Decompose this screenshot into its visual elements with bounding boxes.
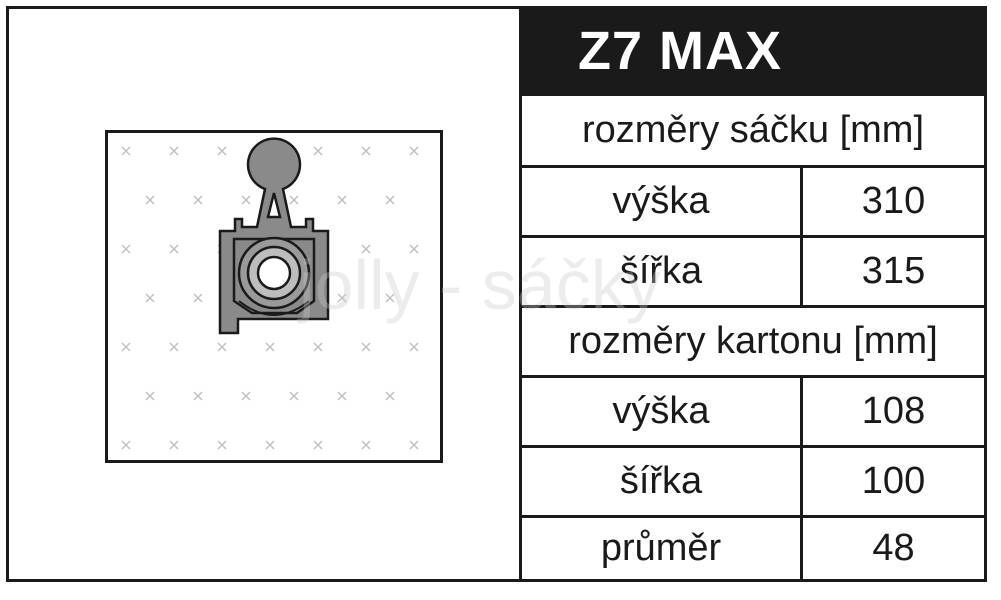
column-divider: [800, 518, 803, 579]
column-divider: [800, 238, 803, 305]
table-row: šířka 100: [522, 445, 984, 515]
table-row: výška 310: [522, 165, 984, 235]
row-value: 100: [861, 460, 926, 502]
column-divider: [800, 378, 803, 445]
specs-table: Z7 MAX rozměry sáčku [mm] výška 310 šířk…: [522, 9, 984, 579]
bag-dimensions-heading: rozměry sáčku [mm]: [581, 109, 925, 151]
row-label: výška: [612, 390, 710, 432]
vacuum-bag-icon: [105, 130, 443, 463]
column-divider: [800, 448, 803, 515]
row-label: průměr: [600, 527, 722, 569]
carton-dimensions-heading-row: rozměry kartonu [mm]: [522, 305, 984, 375]
row-value: 108: [861, 390, 926, 432]
table-row: šířka 315: [522, 235, 984, 305]
title-bar: Z7 MAX: [522, 9, 984, 93]
column-divider: [800, 168, 803, 235]
row-label: šířka: [619, 460, 703, 502]
bag-collar-icon: [218, 137, 330, 335]
bag-pattern-icon: [121, 137, 419, 450]
table-row: průměr 48: [522, 515, 984, 579]
row-value: 48: [872, 527, 915, 569]
row-value: 310: [861, 180, 926, 222]
carton-dimensions-heading: rozměry kartonu [mm]: [568, 320, 938, 362]
row-value: 315: [861, 250, 926, 292]
row-label: šířka: [619, 250, 703, 292]
illustration-pane: [9, 9, 519, 579]
row-label: výška: [612, 180, 710, 222]
bag-dimensions-heading-row: rozměry sáčku [mm]: [522, 93, 984, 165]
model-title: Z7 MAX: [578, 21, 783, 81]
spec-sheet: Z7 MAX rozměry sáčku [mm] výška 310 šířk…: [6, 6, 987, 582]
watermark-text: jolly - sáčky: [299, 246, 661, 324]
table-row: výška 108: [522, 375, 984, 445]
pane-divider: [519, 9, 522, 579]
